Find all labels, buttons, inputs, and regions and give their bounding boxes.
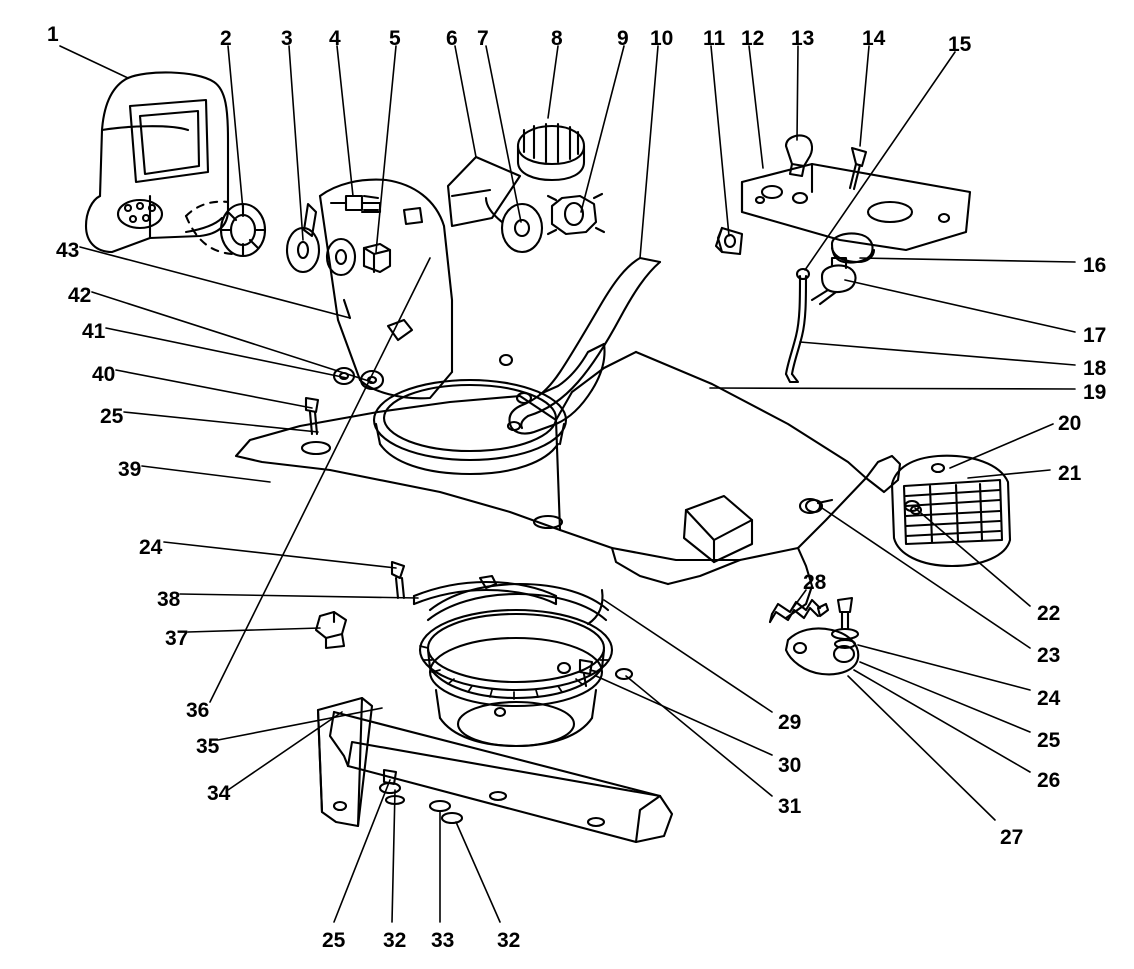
callout-21: 21 (1058, 462, 1082, 485)
part-37-clip (314, 610, 348, 650)
callout-10: 10 (650, 27, 674, 50)
part-10-chute-handle (508, 256, 662, 435)
part-7-roller (484, 196, 544, 254)
part-38-rod (412, 574, 558, 606)
callout-39: 39 (118, 458, 142, 481)
part-29-chute-ring (418, 582, 614, 748)
part-39-skid (328, 710, 674, 844)
callout-5: 5 (389, 27, 401, 50)
callout-24-left: 24 (139, 536, 163, 559)
callout-35: 35 (196, 735, 220, 758)
callout-25-left: 25 (100, 405, 124, 428)
part-34-lower-bracket (316, 696, 374, 828)
callout-43: 43 (56, 239, 80, 262)
part-6-deflector (446, 155, 522, 228)
part-5-washer-nut (325, 237, 392, 277)
callout-14: 14 (862, 27, 886, 50)
parts-bottom-fasteners (378, 768, 464, 825)
callout-20: 20 (1058, 412, 1082, 435)
callout-37: 37 (165, 627, 189, 650)
callout-23: 23 (1037, 644, 1061, 667)
part-3-disc (285, 226, 321, 274)
callout-4: 4 (329, 27, 341, 50)
part-9-coupler (546, 192, 606, 236)
part-chute-body-upper (302, 178, 514, 400)
part-17-crank (810, 256, 857, 306)
callout-40: 40 (92, 363, 116, 386)
callout-42: 42 (68, 284, 92, 307)
part-11-clip (714, 226, 744, 256)
part-14-screw (848, 146, 868, 191)
callout-19: 19 (1083, 381, 1107, 404)
part-4-bolt (329, 194, 382, 214)
callout-27: 27 (1000, 826, 1024, 849)
callout-28: 28 (803, 571, 827, 594)
callout-7: 7 (477, 27, 489, 50)
callout-34: 34 (207, 782, 231, 805)
part-24-screw-left (390, 560, 406, 600)
callout-1: 1 (47, 23, 59, 46)
parts-30-31-fasteners (578, 658, 634, 688)
callout-26: 26 (1037, 769, 1061, 792)
callout-24-right: 24 (1037, 687, 1061, 710)
callout-12: 12 (741, 27, 765, 50)
part-seat-hood (84, 71, 230, 254)
callout-8: 8 (551, 27, 563, 50)
callout-32-right: 32 (497, 929, 521, 952)
part-chute-collar-upper (372, 378, 568, 476)
callout-16: 16 (1083, 254, 1107, 277)
callout-25-right: 25 (1037, 729, 1061, 752)
part-15-rod (784, 267, 811, 384)
callout-15: 15 (948, 33, 972, 56)
callout-2: 2 (220, 27, 232, 50)
part-8-cap (516, 122, 586, 182)
callout-13: 13 (791, 27, 815, 50)
part-2-hub (184, 200, 267, 258)
callout-32-left: 32 (383, 929, 407, 952)
callout-29: 29 (778, 711, 802, 734)
callout-17: 17 (1083, 324, 1107, 347)
callout-36: 36 (186, 699, 210, 722)
part-21-grille (890, 454, 1012, 568)
callout-9: 9 (617, 27, 629, 50)
callout-30: 30 (778, 754, 802, 777)
callout-6: 6 (446, 27, 458, 50)
parts-40-43-fasteners (300, 298, 385, 456)
callout-3: 3 (281, 27, 293, 50)
part-12-upper-plate (740, 162, 972, 252)
callout-22: 22 (1037, 602, 1061, 625)
callout-41: 41 (82, 320, 106, 343)
callout-25-bottom: 25 (322, 929, 346, 952)
part-13-knob (784, 134, 814, 178)
callout-38: 38 (157, 588, 181, 611)
callout-11: 11 (703, 27, 726, 50)
part-19-main-frame (234, 350, 902, 620)
callout-31: 31 (778, 795, 802, 818)
parts-22-23-fasteners (804, 498, 921, 514)
callout-33: 33 (431, 929, 455, 952)
callout-18: 18 (1083, 357, 1107, 380)
part-28-spring (768, 598, 830, 624)
part-26-bellcrank (784, 596, 860, 676)
